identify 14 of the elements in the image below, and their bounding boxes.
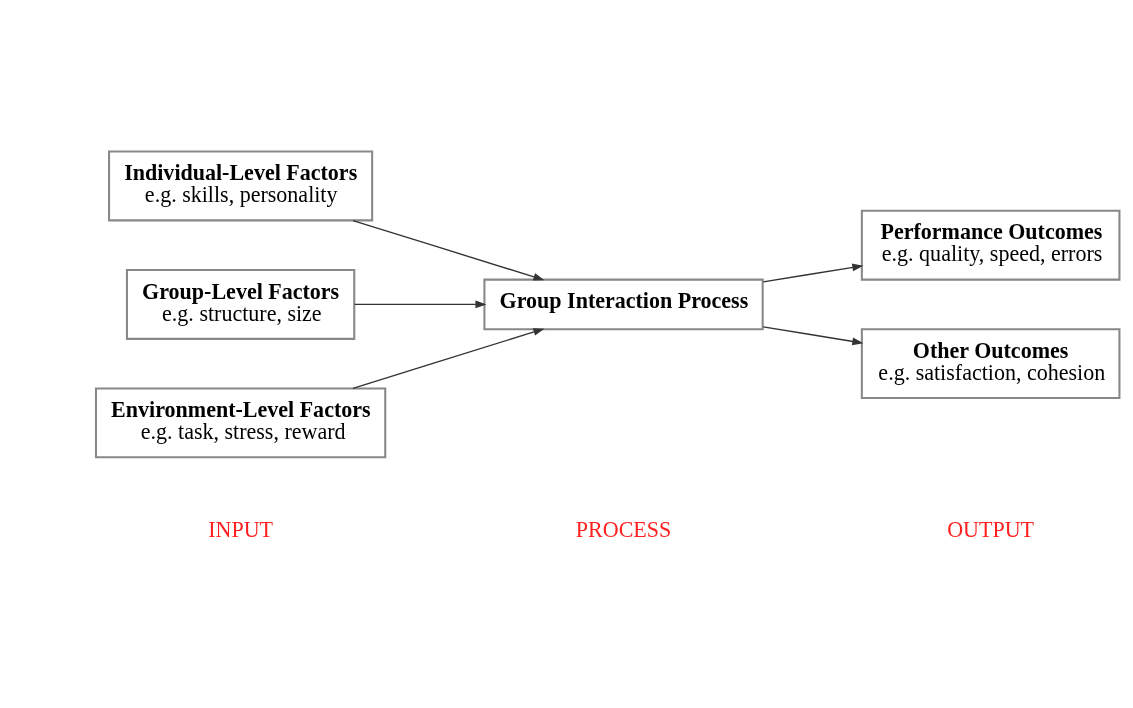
arrow: [353, 300, 487, 309]
node-box: Group Interaction Process: [483, 278, 764, 331]
label: INPUT: [208, 516, 274, 542]
node-box: Group-Level Factors e.g. structure, size: [125, 268, 356, 340]
arrow: [762, 326, 864, 346]
label: OUTPUT: [947, 516, 1035, 542]
arrow: [762, 263, 864, 283]
arrow: [352, 219, 545, 281]
node-box: Performance Outcomes e.g. quality, speed, errors: [860, 209, 1121, 281]
node-box: Environment-Level Factors e.g. task, stress, reward: [94, 387, 387, 459]
node-box: Other Outcomes e.g. satisfaction, cohesion: [860, 328, 1121, 400]
label: PROCESS: [575, 516, 672, 542]
arrow: [352, 328, 545, 389]
node-box: Individual-Level Factors e.g. skills, personality: [108, 150, 374, 222]
